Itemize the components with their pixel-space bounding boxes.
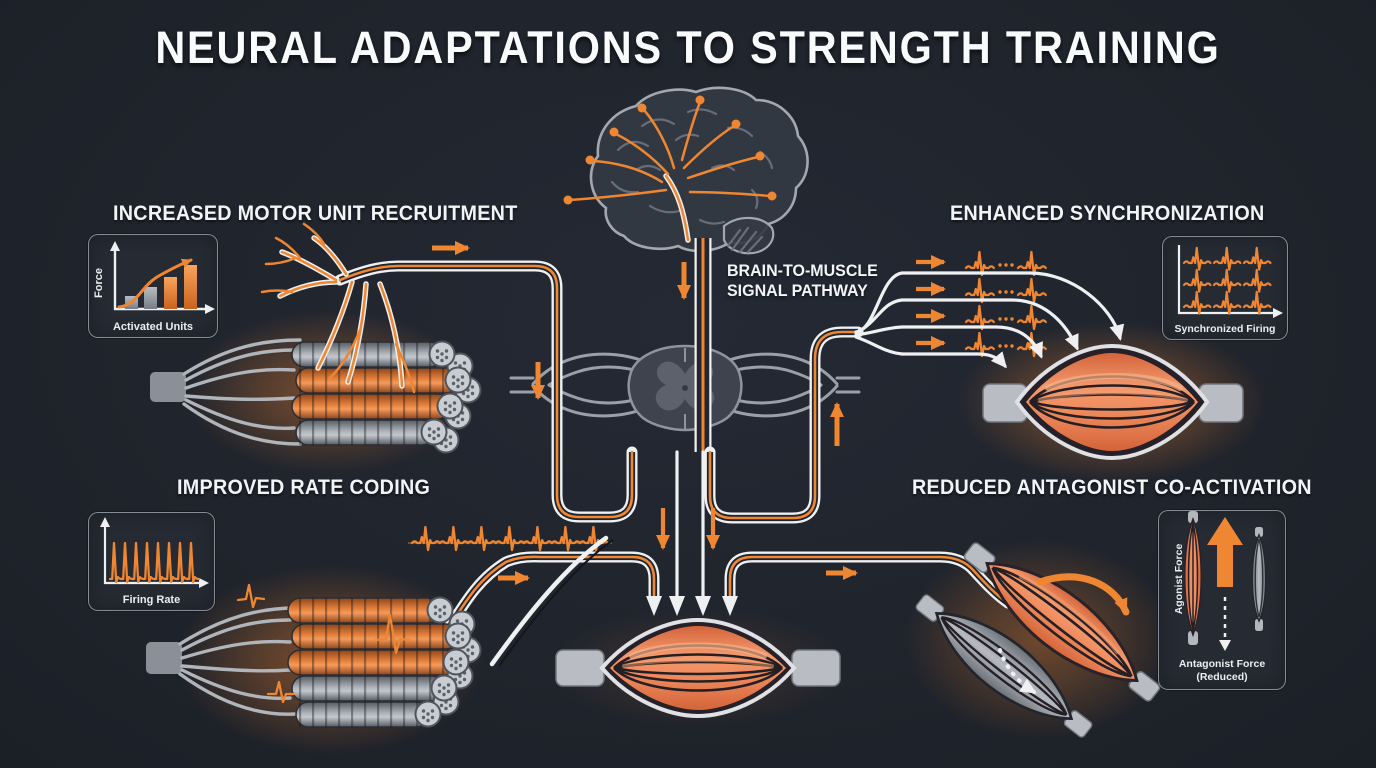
motor-nerve-tree [260,222,416,394]
agonist-curved-arrow-icon [1036,573,1130,616]
rate-coding-spike-train [408,525,612,552]
page-title: NEURAL ADAPTATIONS TO STRENGTH TRAINING [155,22,1221,73]
recruitment-chart-plot [110,241,215,314]
antagonist-muscle [915,594,1093,738]
spinal-cord-cross-section [509,344,861,432]
force-trend-arrow [117,258,193,309]
brain-illustration [563,86,809,255]
pathway-label: BRAIN-TO-MUSCLE SIGNAL PATHWAY [727,261,878,301]
heading-co-activation: REDUCED ANTAGONIST CO-ACTIVATION [912,476,1312,499]
firing-rate-plot [100,517,209,588]
synchronized-firing-plot [1177,245,1283,318]
antagonist-force-label: Antagonist Force (Reduced) [1159,658,1285,684]
co-activation-arrows [998,573,1130,694]
flow-arrows [432,241,858,585]
co-activation-inset-chart: Agonist Force [1158,510,1286,690]
rate-coding-inset-chart: Firing Rate [88,512,215,611]
target-muscle [555,617,841,719]
spike-row-4 [964,331,1047,358]
antagonist-force-label-line2: (Reduced) [1196,670,1248,683]
neuron-endpoint-dots [563,95,777,205]
pathway-label-line2: SIGNAL PATHWAY [727,282,868,301]
firing-rate-label: Firing Rate [122,594,181,606]
bar-3 [164,277,177,309]
heading-rate-coding: IMPROVED RATE CODING [177,476,431,499]
spike-row-3 [964,304,1047,331]
agonist-force-label: Agonist Force [1173,543,1185,615]
spike-row-2 [964,277,1047,304]
descending-motor-arrows [646,450,738,616]
converging-fan-arrows [900,271,1125,369]
activated-units-axis-label: Activated Units [112,321,194,333]
cortical-neuron-tree [563,95,777,243]
heading-synchronization: ENHANCED SYNCHRONIZATION [950,202,1265,225]
bar-2 [144,287,157,309]
antagonist-mini-muscle [1251,533,1267,623]
bar-4 [184,265,197,309]
rate-coding-fiber-bundle [146,535,614,728]
force-axis-label: Force [93,268,105,298]
force-comparison-plot [1184,511,1267,651]
heading-recruitment: INCREASED MOTOR UNIT RECRUITMENT [113,202,518,225]
pathway-label-line1: BRAIN-TO-MUSCLE [727,262,878,280]
antagonist-dashed-arrow-icon [998,648,1037,694]
cerebellum [722,216,775,255]
motor-unit-rows [854,250,1047,358]
increase-block-arrow-icon [1207,517,1243,587]
recruitment-inset-chart: Force Activated Units [88,234,218,338]
synchronization-inset-chart: Synchronized Firing [1162,236,1288,340]
antagonist-force-label-line1: Antagonist Force [1178,657,1266,670]
synchronized-muscle [982,343,1244,461]
synchronized-firing-label: Synchronized Firing [1174,323,1276,335]
agonist-muscle [963,542,1161,702]
spike-row-1 [964,250,1047,277]
fiber-rows [287,597,459,728]
excitation-zigzags [236,583,412,704]
